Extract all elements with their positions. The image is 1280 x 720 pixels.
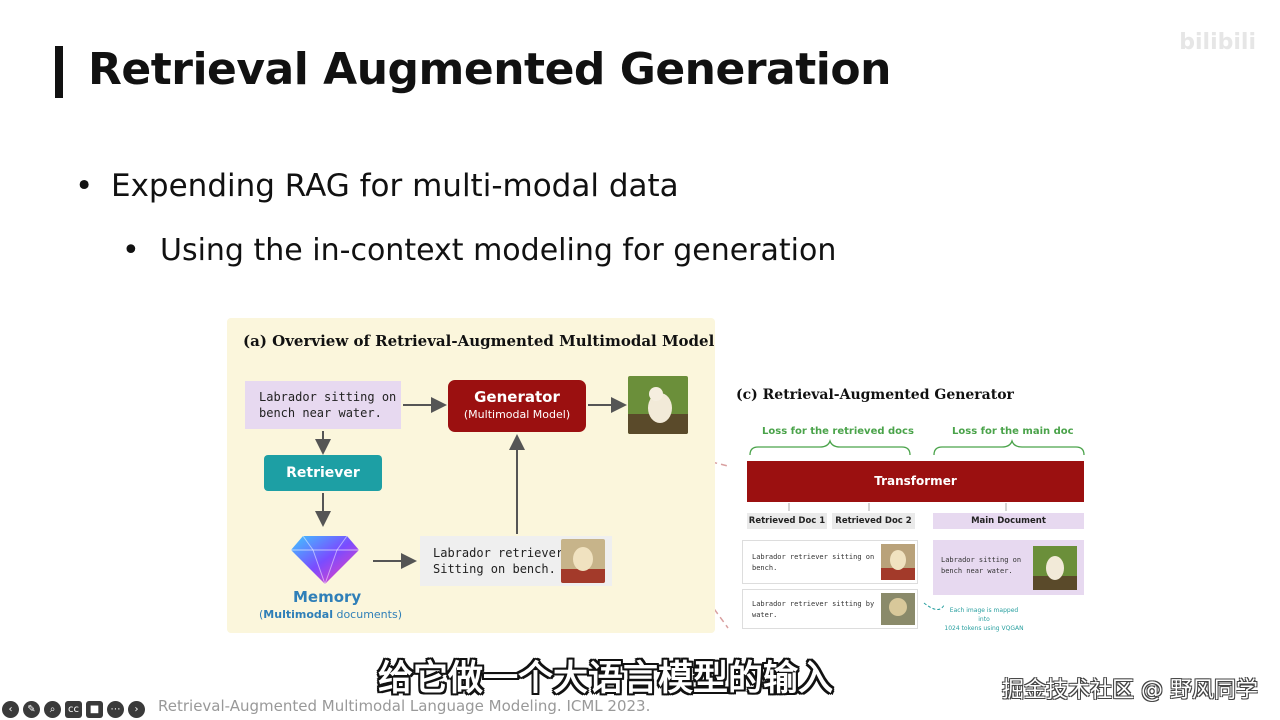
doc-1-dog-image — [881, 544, 915, 580]
figure-c-generator: (c) Retrieval-Augmented Generator Loss f… — [734, 383, 1094, 633]
doc-2-dog-image — [881, 593, 915, 625]
main-document-card: Labrador sitting on bench near water. — [933, 540, 1084, 595]
transformer-block: Transformer — [747, 461, 1084, 502]
retrieved-doc-2-card: Labrador retriever sitting by water. — [742, 589, 918, 629]
community-watermark: 掘金技术社区 @ 野风同学 — [1002, 672, 1258, 704]
tag-retrieved-doc-1: Retrieved Doc 1 — [747, 513, 827, 529]
flow-arrows — [227, 318, 715, 633]
player-toolbar: ‹ ✎ ⌕ cc ■ ⋯ › — [2, 700, 145, 718]
vqgan-note: Each image is mapped into 1024 tokens us… — [944, 606, 1024, 633]
captions-icon[interactable]: cc — [65, 701, 82, 718]
camera-icon[interactable]: ■ — [86, 701, 103, 718]
zoom-icon[interactable]: ⌕ — [44, 701, 61, 718]
figure-a-overview: (a) Overview of Retrieval-Augmented Mult… — [227, 318, 715, 633]
forward-icon[interactable]: › — [128, 701, 145, 718]
pen-icon[interactable]: ✎ — [23, 701, 40, 718]
video-subtitle: 给它做一个大语言模型的输入 — [378, 650, 833, 701]
main-doc-dog-image — [1033, 546, 1077, 590]
tag-main-document: Main Document — [933, 513, 1084, 529]
tag-retrieved-doc-2: Retrieved Doc 2 — [832, 513, 915, 529]
note-line: Each image is mapped into — [944, 606, 1024, 624]
retrieved-doc-1-card: Labrador retriever sitting on bench. — [742, 540, 918, 584]
note-line: 1024 tokens using VQGAN — [944, 624, 1024, 633]
more-icon[interactable]: ⋯ — [107, 701, 124, 718]
back-icon[interactable]: ‹ — [2, 701, 19, 718]
